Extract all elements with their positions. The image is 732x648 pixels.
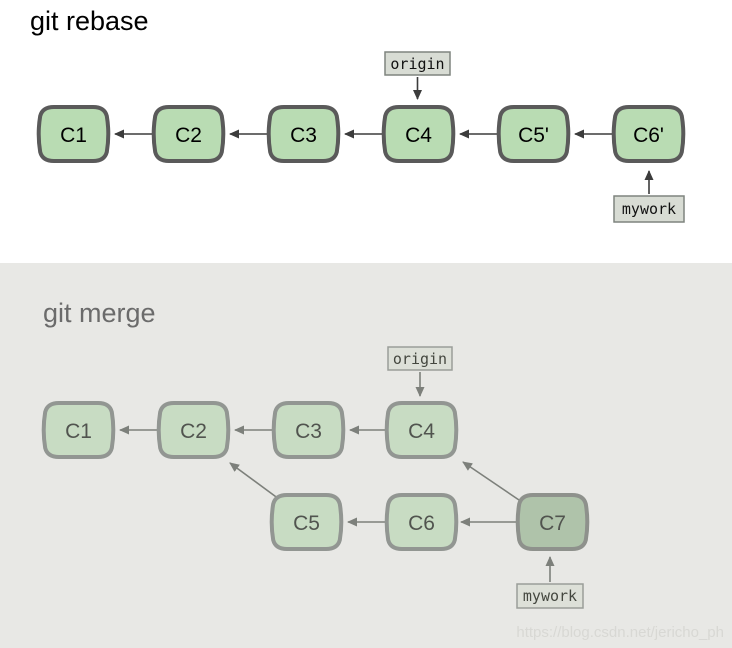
commit-label: C5' [518,124,549,147]
origin-ref-text: origin [393,350,447,368]
origin-ref-text: origin [390,55,444,73]
commit-label: C1 [60,124,87,147]
commit-label: C3 [290,124,317,147]
commit-label: C3 [295,420,322,443]
commit-node-c6-prime: C6' [611,105,686,163]
merge-commit-node-c7: C7 [515,493,590,551]
commit-label: C2 [175,124,202,147]
merge-commit-node-c5: C5 [269,493,344,551]
arrow-merge-c7-to-c4 [462,461,520,501]
commit-label: C7 [539,512,566,535]
commit-label: C4 [408,420,435,443]
mywork-ref-label-merge: mywork [516,583,584,609]
mywork-ref-text: mywork [523,587,577,605]
arrow-merge-c5-to-c2 [229,462,284,503]
commit-node-c3: C3 [266,105,341,163]
merge-commit-node-c6: C6 [384,493,459,551]
commit-label: C6 [408,512,435,535]
merge-commit-node-c1: C1 [41,401,116,459]
commit-node-c4: C4 [381,105,456,163]
commit-label: C4 [405,124,432,147]
mywork-ref-text: mywork [622,200,676,218]
commit-node-c5-prime: C5' [496,105,571,163]
merge-commit-node-c4: C4 [384,401,459,459]
origin-ref-label-merge: origin [387,346,453,371]
commit-node-c1: C1 [36,105,111,163]
commit-label: C2 [180,420,207,443]
merge-title: git merge [43,298,156,328]
merge-commit-node-c2: C2 [156,401,231,459]
mywork-ref-label-rebase: mywork [613,195,685,223]
merge-commit-node-c3: C3 [271,401,346,459]
commit-label: C5 [293,512,320,535]
merge-section-background [0,263,732,648]
commit-label: C6' [633,124,664,147]
rebase-title: git rebase [30,6,149,36]
watermark-text: https://blog.csdn.net/jericho_ph [516,624,724,641]
commit-node-c2: C2 [151,105,226,163]
commit-label: C1 [65,420,92,443]
origin-ref-label-rebase: origin [384,51,451,76]
